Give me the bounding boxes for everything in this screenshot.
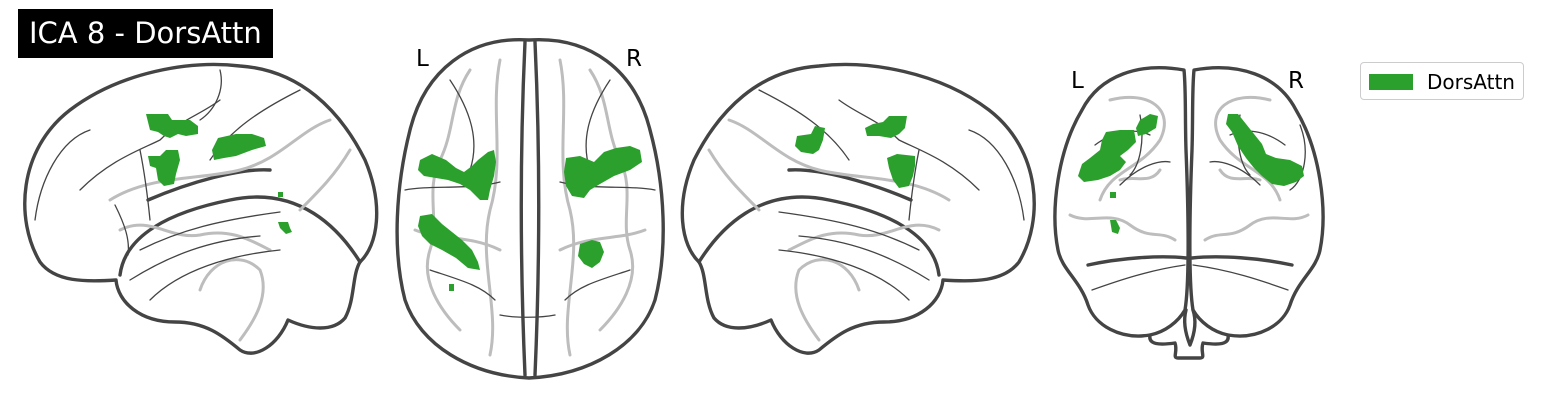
coronal-blob-right-1: [1226, 114, 1304, 186]
sagittal-right-blob-3: [795, 126, 825, 154]
sagittal-left-outline: [23, 62, 379, 355]
sagittal-left-blob-1: [146, 114, 198, 138]
coronal-view: L R: [1053, 66, 1325, 360]
coronal-left-hemisphere: [1053, 66, 1190, 338]
sagittal-right-view: [680, 62, 1036, 355]
legend-label-dorsattn: DorsAttn: [1427, 70, 1515, 94]
sagittal-left-view: [23, 62, 379, 355]
axial-right-label: R: [626, 46, 642, 72]
axial-blob-left-posterior: [418, 214, 480, 270]
coronal-right-hemisphere: [1188, 66, 1325, 338]
sagittal-left-blob-5: [278, 222, 292, 234]
figure-title: ICA 8 - DorsAttn: [18, 9, 273, 58]
coronal-right-label: R: [1288, 68, 1304, 94]
axial-blob-left-central: [418, 150, 496, 200]
legend: DorsAttn: [1360, 62, 1524, 100]
sagittal-right-blob-1: [865, 116, 907, 138]
axial-view: L R: [395, 38, 665, 380]
axial-left-label: L: [416, 46, 429, 72]
coronal-blob-left-3: [1110, 192, 1116, 198]
coronal-blob-left-2: [1136, 114, 1158, 136]
sagittal-right-outline: [680, 62, 1036, 355]
axial-outline: [395, 38, 665, 380]
axial-blob-right-central: [564, 146, 642, 198]
sagittal-left-blob-4: [278, 192, 283, 197]
coronal-blob-left-4: [1110, 220, 1120, 234]
sagittal-right-blob-2: [887, 154, 915, 188]
axial-blob-left-small: [449, 284, 454, 291]
axial-blob-right-posterior: [578, 240, 604, 268]
coronal-blob-left-1: [1078, 130, 1136, 182]
sagittal-left-blob-2: [148, 150, 180, 186]
sagittal-left-blob-3: [212, 134, 266, 160]
coronal-left-label: L: [1071, 68, 1084, 94]
legend-swatch-dorsattn: [1369, 74, 1413, 90]
